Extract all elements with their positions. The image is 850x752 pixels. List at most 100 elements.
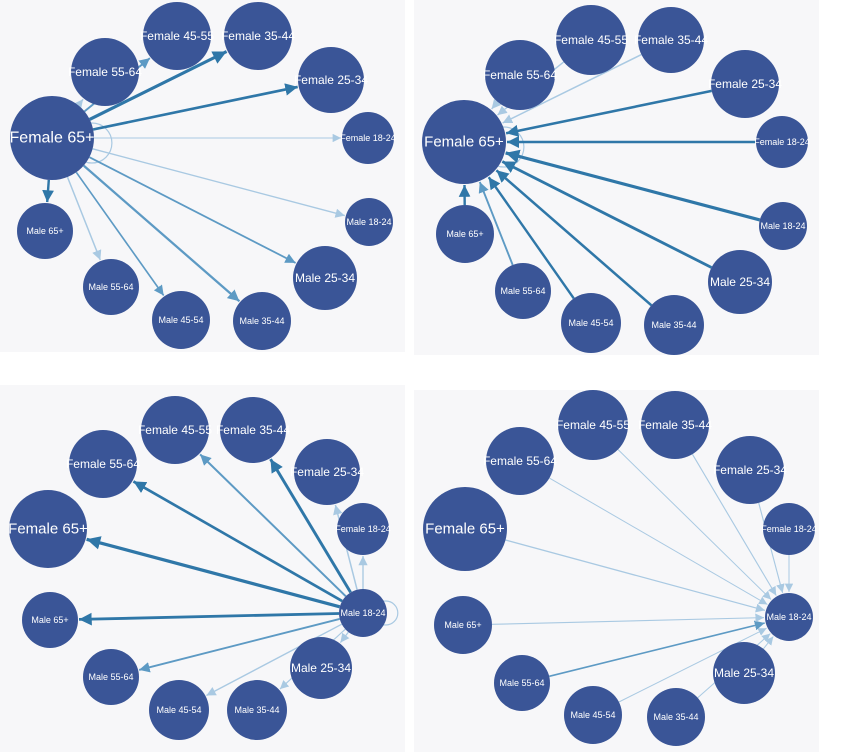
node-female-25-34[interactable] <box>716 436 784 504</box>
node-label: Male 35-44 <box>234 705 279 715</box>
edge-female-45-55-to-male-18-24 <box>617 449 772 600</box>
node-label: Female 35-44 <box>634 33 708 47</box>
node-label: Female 35-44 <box>221 29 295 43</box>
node-male-18-24[interactable] <box>759 202 807 250</box>
node-label: Male 45-54 <box>156 705 201 715</box>
node-label: Female 25-34 <box>708 77 782 91</box>
node-male-55-64[interactable] <box>494 655 550 711</box>
node-label: Female 18-24 <box>754 137 810 147</box>
node-male-35-44[interactable] <box>233 292 291 350</box>
node-label: Female 45-55 <box>554 33 628 47</box>
node-label: Male 65+ <box>31 615 68 625</box>
node-male-25-34[interactable] <box>713 642 775 704</box>
node-label: Female 25-34 <box>290 465 364 479</box>
node-male-45-54[interactable] <box>564 686 622 744</box>
node-female-18-24[interactable] <box>756 116 808 168</box>
node-label: Female 18-24 <box>340 133 396 143</box>
node-label: Male 65+ <box>26 226 63 236</box>
node-female-35-44[interactable] <box>638 7 704 73</box>
node-label: Female 18-24 <box>761 524 817 534</box>
node-female-18-24[interactable] <box>337 503 389 555</box>
node-label: Male 35-44 <box>651 320 696 330</box>
node-female-25-34[interactable] <box>711 50 779 118</box>
node-male-65-plus[interactable] <box>436 205 494 263</box>
node-label: Female 65+ <box>8 521 88 538</box>
edge-male-18-24-to-female-55-64 <box>132 480 343 603</box>
node-female-55-64[interactable] <box>486 427 554 495</box>
edge-female-65-plus-to-male-55-64 <box>66 176 102 261</box>
node-label: Male 65+ <box>444 620 481 630</box>
node-male-55-64[interactable] <box>83 649 139 705</box>
node-male-45-54[interactable] <box>149 680 209 740</box>
node-male-35-44[interactable] <box>644 295 704 355</box>
node-male-18-24[interactable] <box>339 589 387 637</box>
node-label: Male 25-34 <box>710 275 770 289</box>
node-female-45-55[interactable] <box>558 390 628 460</box>
node-label: Female 55-64 <box>68 65 142 79</box>
node-label: Female 55-64 <box>66 457 140 471</box>
node-female-55-64[interactable] <box>71 38 139 106</box>
node-female-45-55[interactable] <box>143 2 211 70</box>
node-male-55-64[interactable] <box>495 263 551 319</box>
node-female-55-64[interactable] <box>69 430 137 498</box>
node-female-45-55[interactable] <box>556 5 626 75</box>
node-label: Male 55-64 <box>500 286 545 296</box>
node-female-65-plus[interactable] <box>422 100 506 184</box>
node-label: Female 55-64 <box>483 454 557 468</box>
node-female-18-24[interactable] <box>763 503 815 555</box>
node-female-35-44[interactable] <box>224 2 292 70</box>
node-male-25-34[interactable] <box>290 637 352 699</box>
node-male-25-34[interactable] <box>708 250 772 314</box>
edge-female-65-plus-to-male-65-plus <box>42 179 54 203</box>
edge-male-18-24-to-female-65-plus <box>505 149 761 222</box>
node-label: Male 25-34 <box>714 666 774 680</box>
node-label: Male 45-54 <box>158 315 203 325</box>
edge-male-55-64-to-female-65-plus <box>478 181 514 266</box>
node-label: Male 35-44 <box>239 316 284 326</box>
node-label: Female 55-64 <box>483 68 557 82</box>
node-male-65-plus[interactable] <box>434 596 492 654</box>
node-male-25-34[interactable] <box>293 246 357 310</box>
node-male-35-44[interactable] <box>647 688 705 746</box>
node-female-18-24[interactable] <box>342 112 394 164</box>
node-male-18-24[interactable] <box>345 198 393 246</box>
node-label: Male 18-24 <box>340 608 385 618</box>
edge-male-18-24-to-female-45-55 <box>199 453 347 598</box>
node-female-25-34[interactable] <box>294 439 360 505</box>
node-male-45-54[interactable] <box>561 293 621 353</box>
node-female-45-55[interactable] <box>141 396 209 464</box>
node-male-65-plus[interactable] <box>22 592 78 648</box>
node-label: Female 25-34 <box>294 73 368 87</box>
node-label: Male 35-44 <box>653 712 698 722</box>
node-label: Male 55-64 <box>88 282 133 292</box>
node-male-45-54[interactable] <box>152 291 210 349</box>
edge-male-35-44-to-female-65-plus <box>495 169 653 307</box>
node-female-25-34[interactable] <box>298 47 364 113</box>
node-label: Female 35-44 <box>216 423 290 437</box>
node-male-35-44[interactable] <box>227 680 287 740</box>
node-label: Male 65+ <box>446 229 483 239</box>
node-female-35-44[interactable] <box>220 397 286 463</box>
node-label: Male 18-24 <box>346 217 391 227</box>
node-female-35-44[interactable] <box>641 391 709 459</box>
node-male-55-64[interactable] <box>83 259 139 315</box>
node-male-65-plus[interactable] <box>17 203 73 259</box>
node-female-65-plus[interactable] <box>423 487 507 571</box>
node-female-65-plus[interactable] <box>9 490 87 568</box>
node-female-65-plus[interactable] <box>10 96 94 180</box>
node-label: Female 65+ <box>425 521 505 538</box>
node-male-18-24[interactable] <box>765 593 813 641</box>
node-label: Female 45-55 <box>138 423 212 437</box>
edge-female-55-64-to-female-65-plus <box>491 98 502 110</box>
node-label: Female 45-55 <box>556 418 630 432</box>
edge-female-65-plus-to-female-25-34 <box>92 83 298 131</box>
node-label: Male 18-24 <box>766 612 811 622</box>
node-label: Male 18-24 <box>760 221 805 231</box>
node-female-55-64[interactable] <box>485 40 555 110</box>
